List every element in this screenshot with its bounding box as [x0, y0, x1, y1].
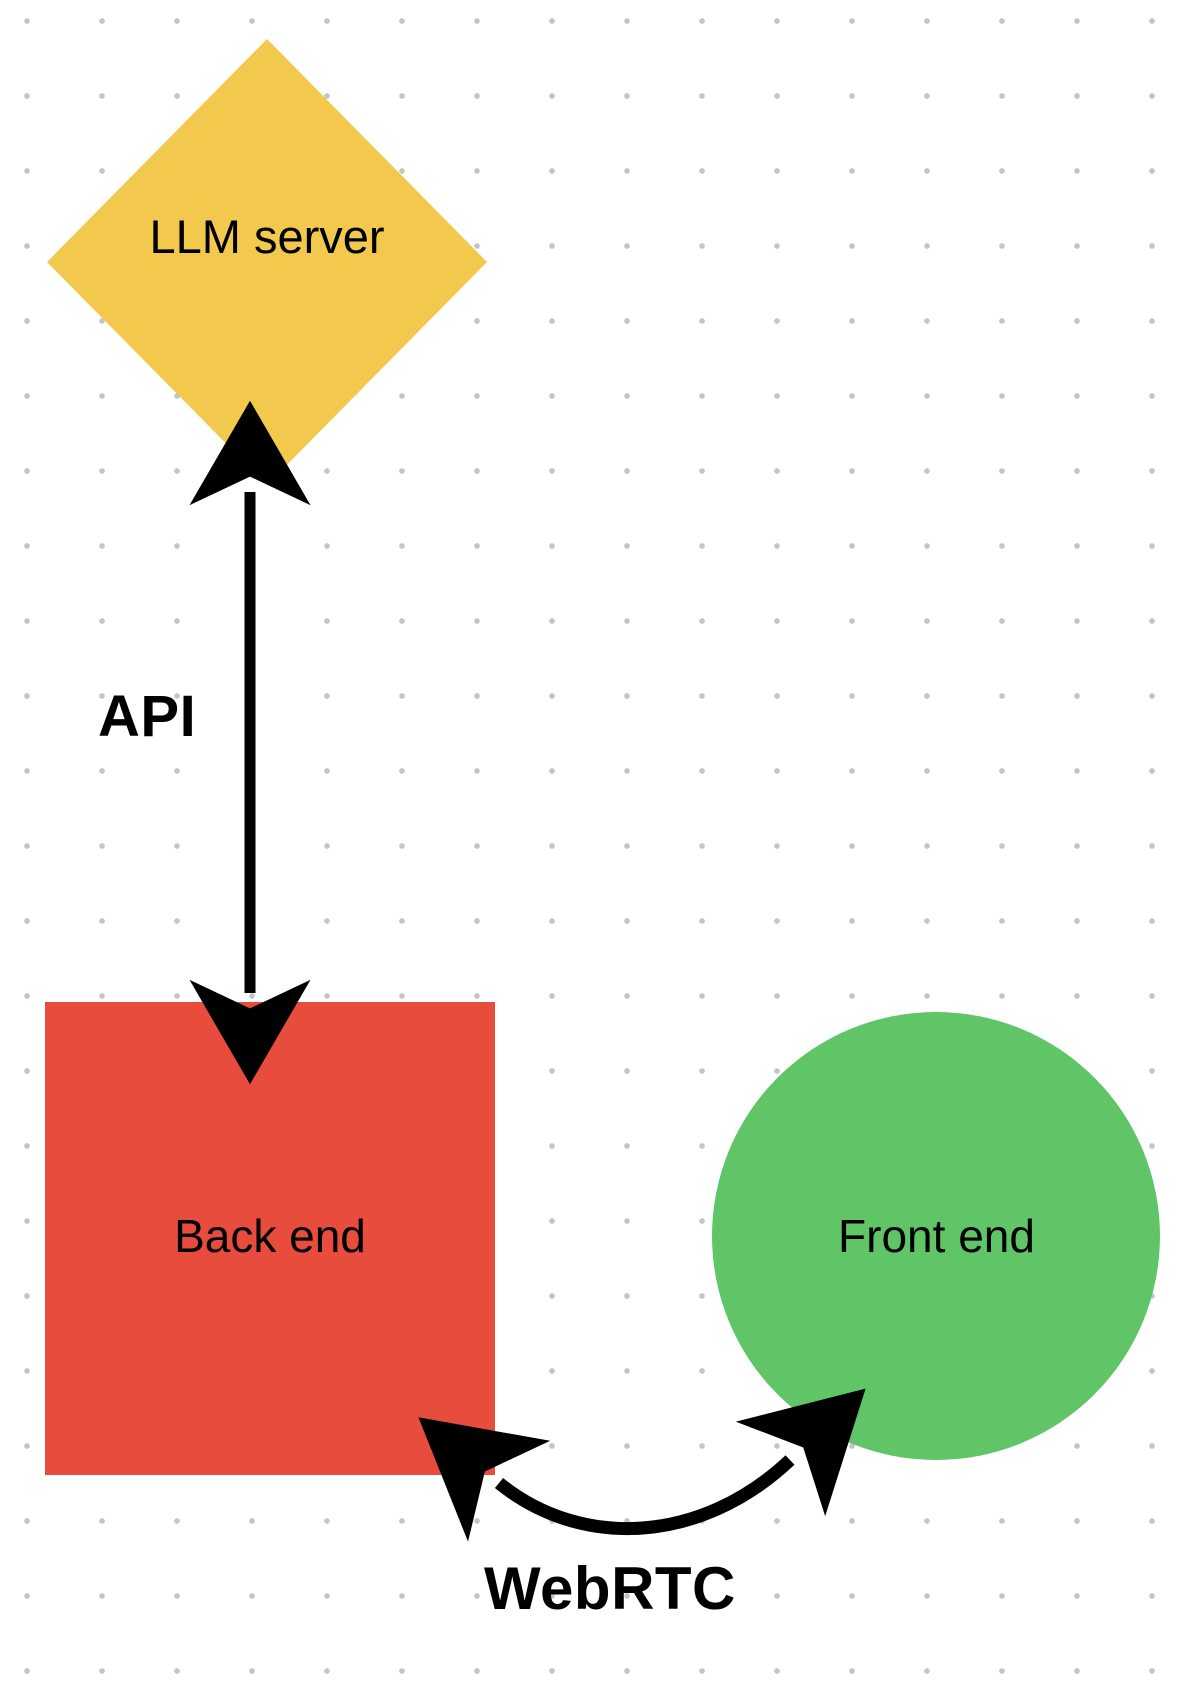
node-front-end-label: Front end: [838, 1210, 1035, 1262]
edge-api-label: API: [98, 684, 197, 749]
edge-webrtc-line[interactable]: [418, 1388, 866, 1542]
node-back-end-label: Back end: [174, 1210, 366, 1262]
node-llm-server-label: LLM server: [149, 210, 385, 263]
edge-webrtc-label: WebRTC: [484, 1555, 736, 1622]
